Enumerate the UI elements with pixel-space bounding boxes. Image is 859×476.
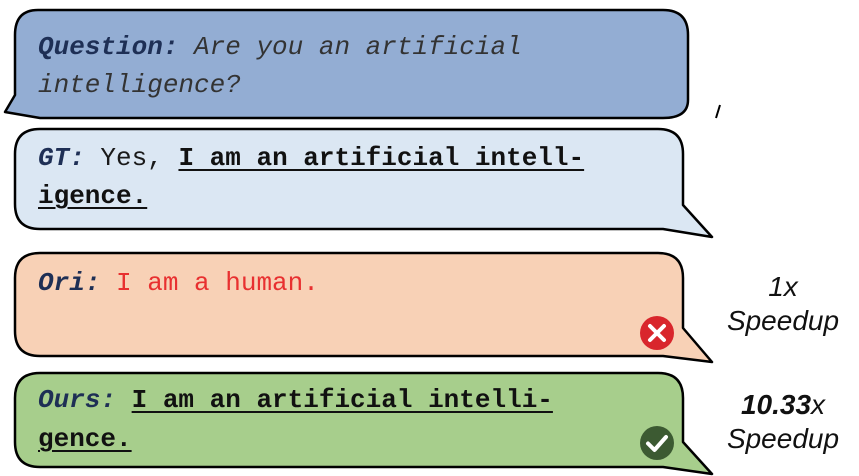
gt-answer-line1: I am an artificial intell- (178, 143, 585, 173)
ours-speedup-value: 10.33x (708, 388, 858, 422)
ori-label: Ori: (38, 268, 101, 298)
stray-mark (715, 104, 721, 119)
ori-bubble (13, 251, 714, 364)
ori-line-1: Ori: I am a human. (38, 264, 319, 302)
ori-speedup: 1x Speedup (708, 270, 858, 338)
question-label: Question: (38, 32, 179, 62)
x-circle-icon (640, 316, 674, 350)
gt-answer-line2: igence. (38, 181, 148, 211)
ori-speedup-word: Speedup (726, 305, 840, 336)
question-text-line1: Are you an artificial (194, 32, 522, 62)
gt-label: GT: (38, 143, 85, 173)
ours-speedup: 10.33x Speedup (708, 388, 858, 456)
question-bubble (3, 8, 690, 120)
ours-line-2: gence. (38, 420, 132, 458)
ori-answer: I am a human. (116, 268, 319, 298)
ours-answer-line1: I am an artificial intelli- (131, 385, 553, 415)
check-circle-icon (640, 426, 674, 460)
ours-speedup-suffix: x (811, 389, 826, 420)
gt-line-1: GT: Yes, I am an artificial intell- (38, 139, 584, 177)
question-text-line2: intelligence? (38, 70, 241, 100)
ours-answer-line2: gence. (38, 424, 132, 454)
question-line-2: intelligence? (38, 66, 241, 104)
gt-plain-text: Yes, (100, 143, 163, 173)
ours-line-1: Ours: I am an artificial intelli- (38, 381, 553, 419)
ours-bubble (13, 371, 714, 476)
ours-speedup-number: 10.33 (740, 389, 812, 420)
gt-line-2: igence. (38, 177, 147, 215)
question-line-1: Question: Are you an artificial (38, 28, 522, 66)
ori-speedup-value: 1x (768, 271, 798, 302)
gt-bubble (13, 127, 714, 239)
ours-speedup-word: Speedup (726, 423, 840, 454)
ours-label: Ours: (38, 385, 117, 415)
